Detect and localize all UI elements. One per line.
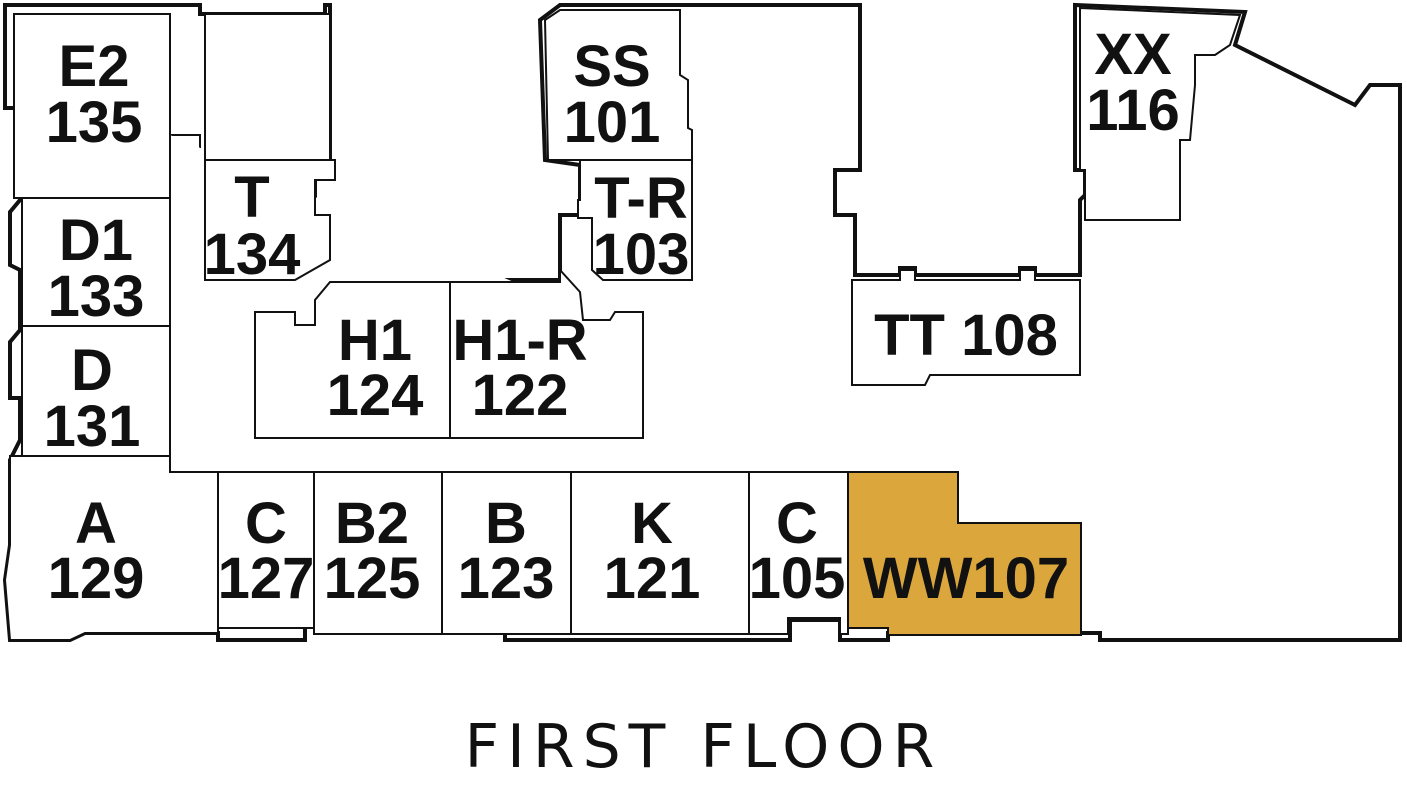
unit-t-number: 134 xyxy=(204,222,301,287)
unit-b2-shape[interactable] xyxy=(313,471,443,635)
unit-h1r-shape[interactable] xyxy=(449,267,644,439)
unit-a-shape[interactable] xyxy=(3,455,219,641)
unit-h1r-name: H1-R xyxy=(452,308,587,373)
unit-h1r-number: 122 xyxy=(472,363,569,428)
unit-e2-name: E2 xyxy=(59,34,130,99)
unit-b-number: 123 xyxy=(458,546,555,611)
floor-title: FIRST FLOOR xyxy=(464,712,943,782)
unit-tr-number: 103 xyxy=(593,222,690,287)
unit-c105-number: 105 xyxy=(749,546,846,611)
unit-ss-name: SS xyxy=(573,34,650,99)
unit-d-name: D xyxy=(71,338,113,403)
unit-h1-shape[interactable] xyxy=(254,281,451,439)
unit-a-name: A xyxy=(75,491,117,556)
unit-d1-number: 133 xyxy=(48,264,145,329)
unit-d-number: 131 xyxy=(44,394,141,459)
unit-b-name: B xyxy=(485,491,527,556)
unit-b-shape[interactable] xyxy=(441,471,572,635)
unit-ww-shape[interactable] xyxy=(847,471,1082,636)
unit-ww-label: WW107 xyxy=(863,546,1069,611)
unit-h1-number: 124 xyxy=(327,363,424,428)
unit-h1-name: H1 xyxy=(338,308,412,373)
unit-d1-name: D1 xyxy=(59,208,133,273)
unit-xx-number: 116 xyxy=(1086,78,1180,143)
unit-a-number: 129 xyxy=(48,546,145,611)
unit-tr-name: T-R xyxy=(594,166,687,231)
unit-b2-name: B2 xyxy=(335,491,409,556)
unit-k-number: 121 xyxy=(604,546,701,611)
unit-c105-name: C xyxy=(776,491,818,556)
unit-xx-name: XX xyxy=(1094,22,1172,87)
unit-t-name: T xyxy=(234,165,269,230)
unit-e2-number: 135 xyxy=(46,90,143,155)
unit-c127-name: C xyxy=(245,491,287,556)
unit-tr-shape[interactable] xyxy=(577,159,693,281)
unit-ss-number: 101 xyxy=(564,90,661,155)
unit-k-shape[interactable] xyxy=(570,471,750,635)
unit-tt-shape[interactable] xyxy=(851,269,1081,386)
unit-d-shape[interactable] xyxy=(21,325,171,457)
unit-t-shape[interactable] xyxy=(204,159,336,281)
unit-c127-shape[interactable] xyxy=(217,471,315,629)
unit-c127-number: 127 xyxy=(218,546,315,611)
unit-d1-shape[interactable] xyxy=(21,197,171,327)
unit-tt-label: TT 108 xyxy=(874,303,1058,368)
unit-b2-number: 125 xyxy=(324,546,421,611)
unit-upper-block xyxy=(204,13,331,161)
unit-k-name: K xyxy=(631,491,673,556)
unit-xx-shape[interactable] xyxy=(1079,6,1242,221)
